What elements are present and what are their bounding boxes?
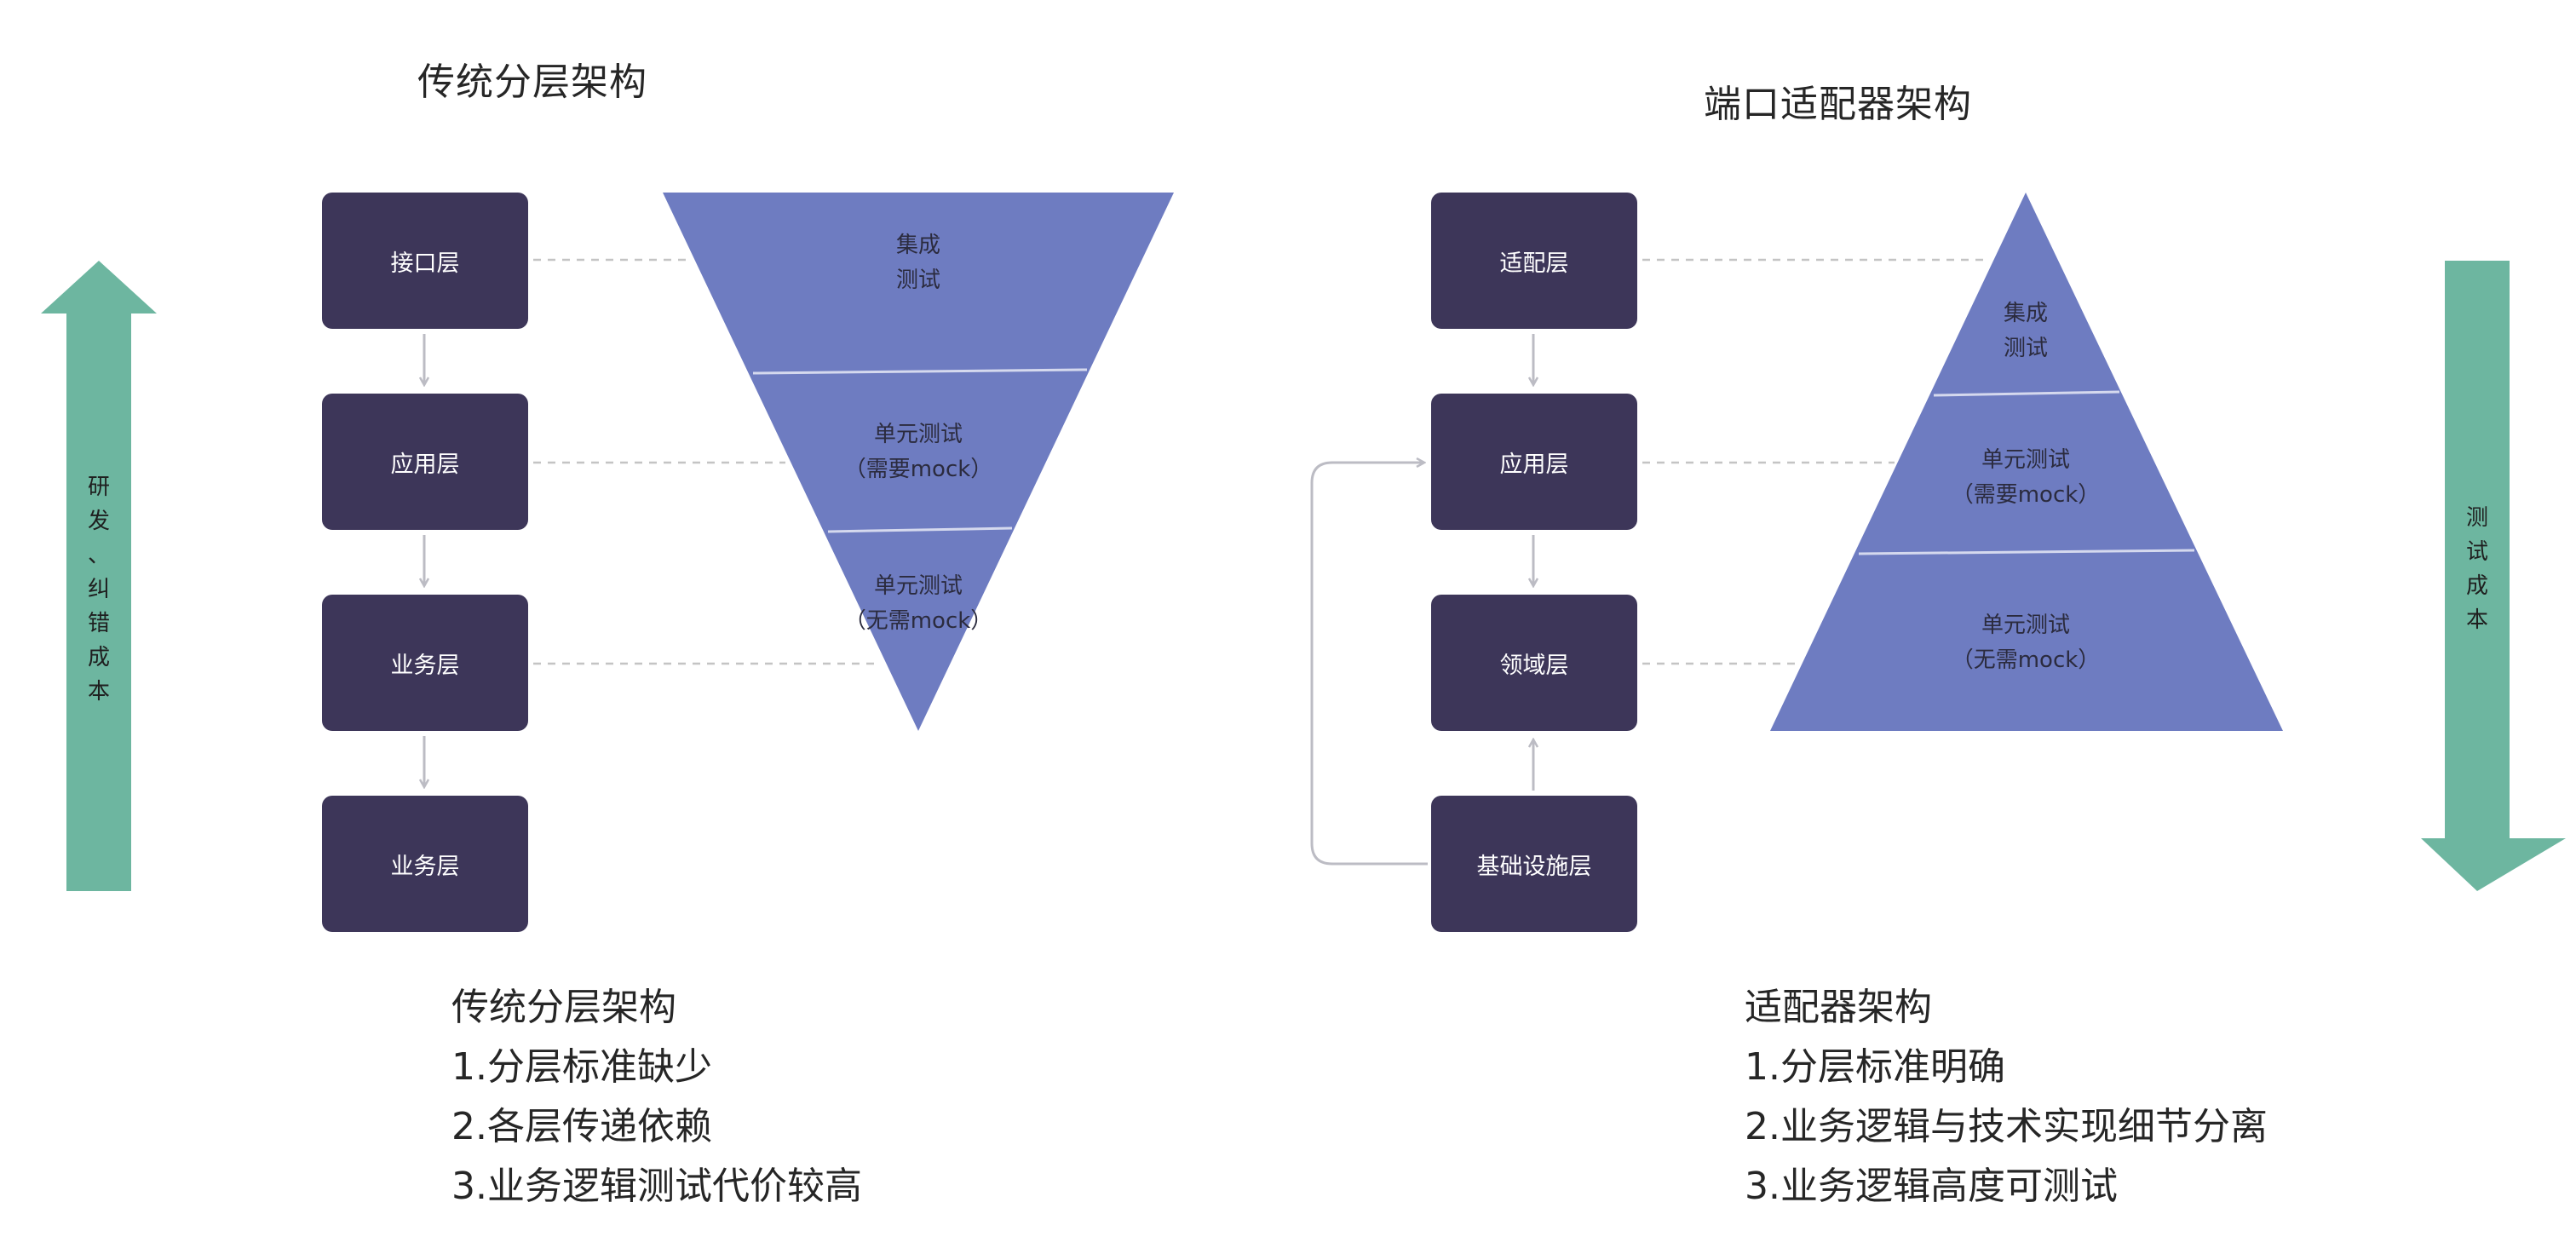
left-layer-box-business: 业务层: [322, 595, 528, 731]
right-pyramid-label-unit-nomock: 单元测试（无需mock）: [1951, 613, 2101, 673]
right-diagram-title: 端口适配器架构: [1704, 83, 1972, 126]
right-notes-line-3: 2.业务逻辑与技术实现细节分离: [1745, 1105, 2268, 1148]
left-layer-box-application: 应用层: [322, 394, 528, 530]
left-diagram-title: 传统分层架构: [417, 60, 647, 104]
left-arrow-label: 研 发 、 纠 错 成 本: [87, 475, 110, 705]
right-pyramid-divider-1: [1933, 390, 2120, 397]
right-notes-line-1: 适配器架构: [1745, 986, 1932, 1029]
right-arrow-label: 测 试 成 本: [2465, 505, 2488, 633]
right-pyramid-label-unit-mock: 单元测试（需要mock）: [1951, 447, 2101, 508]
left-inverted-pyramid: [663, 193, 1174, 731]
right-pyramid: [1770, 193, 2283, 731]
right-notes-line-4: 3.业务逻辑高度可测试: [1745, 1165, 2118, 1208]
right-loop-arrow: [1310, 463, 1428, 866]
left-notes: 传统分层架构 1.分层标准缺少 2.各层传递依赖 3.业务逻辑测试代价较高: [451, 978, 862, 1217]
right-cost-arrow: [2421, 261, 2566, 891]
left-pyramid-divider-2: [827, 526, 1013, 533]
left-cost-arrow: [41, 261, 157, 891]
left-notes-line-2: 1.分层标准缺少: [451, 1045, 712, 1089]
right-pyramid-divider-2: [1858, 549, 2195, 555]
right-layer-box-infrastructure: 基础设施层: [1431, 796, 1637, 932]
right-layer-box-adapter: 适配层: [1431, 193, 1637, 329]
left-notes-line-1: 传统分层架构: [451, 986, 676, 1029]
left-layer-box-interface: 接口层: [322, 193, 528, 329]
right-notes: 适配器架构 1.分层标准明确 2.业务逻辑与技术实现细节分离 3.业务逻辑高度可…: [1745, 978, 2268, 1217]
right-layer-box-application: 应用层: [1431, 394, 1637, 530]
right-notes-line-2: 1.分层标准明确: [1745, 1045, 2005, 1089]
right-layer-box-domain: 领域层: [1431, 595, 1637, 731]
right-pyramid-label-integration: 集成测试: [2003, 301, 2049, 361]
left-pyramid-label-integration: 集成测试: [895, 233, 941, 293]
left-pyramid-divider-1: [752, 368, 1088, 375]
left-layer-box-business-2: 业务层: [322, 796, 528, 932]
left-pyramid-label-unit-mock: 单元测试（需要mock）: [843, 422, 993, 482]
left-pyramid-label-unit-nomock: 单元测试（无需mock）: [843, 573, 993, 634]
left-notes-line-3: 2.各层传递依赖: [451, 1105, 712, 1148]
left-notes-line-4: 3.业务逻辑测试代价较高: [451, 1165, 862, 1208]
